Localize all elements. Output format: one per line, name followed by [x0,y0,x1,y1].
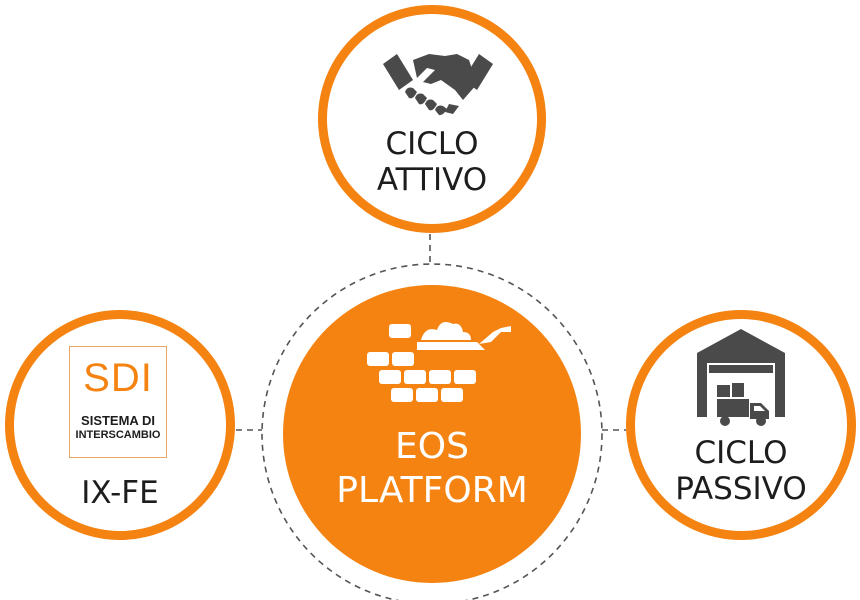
node-ix-fe-label: IX-FE [14,475,226,511]
handshake-icon [383,54,493,116]
sdi-logo-subtitle: SISTEMA DI INTERSCAMBIO [70,413,166,443]
sdi-logo-line: SISTEMA DI [81,413,155,428]
label-line: CICLO [694,435,788,471]
sdi-logo-title: SDI [83,356,153,400]
node-eos-platform-label: EOS PLATFORM [283,425,581,513]
label-line: PLATFORM [336,470,528,511]
label-line: EOS [395,426,469,467]
node-ciclo-attivo-label: CICLO ATTIVO [327,126,537,198]
node-ciclo-passivo: CICLO PASSIVO [626,310,856,540]
sdi-logo: SDI SISTEMA DI INTERSCAMBIO [69,346,167,458]
node-ciclo-passivo-label: CICLO PASSIVO [635,435,847,507]
label-line: PASSIVO [675,471,807,507]
node-ix-fe: SDI SISTEMA DI INTERSCAMBIO IX-FE [5,310,235,540]
label-line: IX-FE [81,475,159,511]
sdi-logo-line: INTERSCAMBIO [75,429,161,441]
warehouse-truck-icon [697,329,785,426]
node-eos-platform: EOS PLATFORM [283,285,581,583]
node-ciclo-attivo: CICLO ATTIVO [318,5,546,233]
bricks-trowel-icon [367,322,511,402]
center-dashed-ring [261,263,603,600]
label-line: ATTIVO [376,162,488,198]
label-line: CICLO [385,126,479,162]
